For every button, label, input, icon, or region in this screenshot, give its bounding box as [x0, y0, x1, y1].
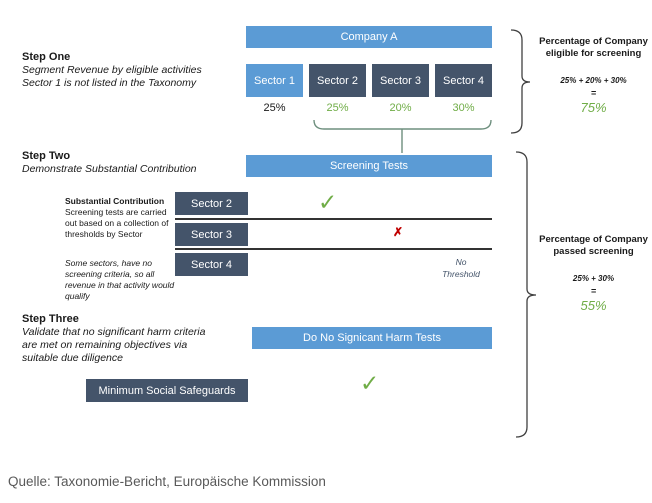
eligible-summary: Percentage of Company eligible for scree… [537, 36, 650, 115]
divider-line [175, 218, 492, 220]
sector-3-percentage: 20% [389, 102, 412, 114]
no-threshold-note: No Threshold [430, 256, 492, 280]
sector-2-box: Sector 2 [309, 64, 366, 97]
step-one-line2: Sector 1 is not listed in the Taxonomy [22, 77, 197, 89]
step-three-block: Step Three Validate that no significant … [22, 313, 210, 365]
substantial-contribution-body: Screening tests are carried out based on… [65, 207, 169, 239]
sector-4-percentage: 30% [452, 102, 475, 114]
sector-4-box: Sector 4 [435, 64, 492, 97]
passed-summary: Percentage of Company passed screening 2… [537, 234, 650, 313]
eligible-formula: 25% + 20% + 30% [560, 76, 627, 85]
minimum-social-safeguards-box: Minimum Social Safeguards [86, 379, 248, 402]
screening-row-sector-3-box: Sector 3 [175, 223, 248, 246]
step-one-line1: Segment Revenue by eligible activities [22, 64, 202, 76]
check-icon: ✓ [318, 189, 338, 215]
step-two-title: Step Two [22, 150, 71, 162]
passed-formula: 25% + 30% [572, 274, 615, 283]
sector-2-percentage: 25% [326, 102, 349, 114]
sector-1-percentage: 25% [263, 102, 286, 114]
cross-icon: ✗ [393, 225, 404, 239]
passed-result: 55% [580, 298, 607, 313]
dnsh-tests-bar: Do No Signicant Harm Tests [252, 327, 492, 349]
passed-equals: = [590, 286, 597, 296]
step-three-subtitle: Validate that no significant harm criter… [22, 326, 206, 364]
passed-right-brace [515, 151, 537, 438]
screening-row-sector-2-box: Sector 2 [175, 192, 248, 215]
eligible-equals: = [590, 88, 597, 98]
substantial-contribution-title: Substantial Contribution [65, 196, 165, 206]
eligible-sectors-brace [313, 119, 492, 153]
eligible-result: 75% [580, 100, 607, 115]
check-icon: ✓ [360, 370, 380, 396]
step-three-title: Step Three [22, 313, 79, 325]
company-a-bar: Company A [246, 26, 492, 48]
eligible-title-line2: eligible for screening [545, 48, 642, 59]
eligible-right-brace [510, 29, 531, 134]
sector-1-box: Sector 1 [246, 64, 303, 97]
source-caption: Quelle: Taxonomie-Bericht, Europäische K… [8, 474, 326, 489]
step-one-block: Step One Segment Revenue by eligible act… [22, 51, 232, 90]
no-threshold-line1: No [455, 257, 467, 267]
no-criteria-note: Some sectors, have no screening criteria… [65, 258, 175, 301]
screening-row-sector-4-box: Sector 4 [175, 253, 248, 276]
divider-line [175, 248, 492, 250]
passed-title-line1: Percentage of Company [539, 234, 648, 245]
step-one-title: Step One [22, 51, 71, 63]
screening-tests-bar: Screening Tests [246, 155, 492, 177]
no-threshold-line2: Threshold [442, 269, 480, 279]
passed-title-line2: passed screening [553, 246, 634, 257]
sector-3-box: Sector 3 [372, 64, 429, 97]
step-two-subtitle: Demonstrate Substantial Contribution [22, 163, 197, 175]
step-two-block: Step Two Demonstrate Substantial Contrib… [22, 150, 242, 176]
eligible-title-line1: Percentage of Company [539, 36, 648, 47]
substantial-contribution-note: Substantial Contribution Screening tests… [65, 196, 180, 240]
